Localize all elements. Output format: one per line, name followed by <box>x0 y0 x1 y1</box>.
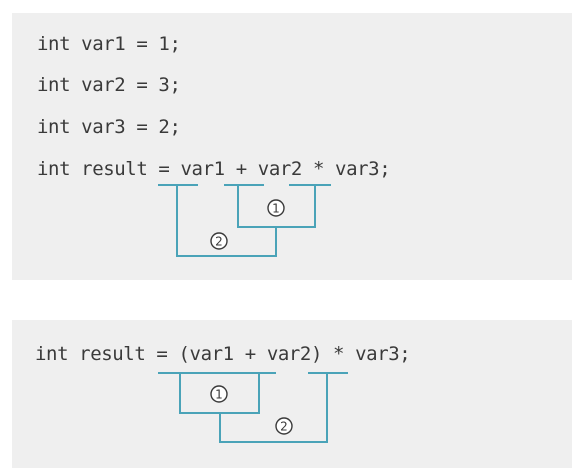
step-1-label: 1 <box>272 202 280 216</box>
panel2-step-2-marker: 2 <box>275 417 293 435</box>
panel2-step-1-label: 1 <box>215 388 223 402</box>
step-2-marker: 2 <box>210 232 228 250</box>
code-line-var1: int var1 = 1; <box>37 33 181 55</box>
step-2-label: 2 <box>215 235 223 249</box>
code-panel-default-precedence <box>12 13 572 280</box>
panel2-step-2-label: 2 <box>280 420 288 434</box>
step-1-marker: 1 <box>267 199 285 217</box>
panel2-step-1-marker: 1 <box>210 385 228 403</box>
code-line-result: int result = var1 + var2 * var3; <box>37 158 391 180</box>
code-line-var3: int var3 = 2; <box>37 116 181 138</box>
bracket-step-2-multiply <box>219 373 328 443</box>
bracket-step-2-add <box>176 185 277 257</box>
code-line-result-parenthesized: int result = (var1 + var2) * var3; <box>35 343 411 365</box>
code-line-var2: int var2 = 3; <box>37 74 181 96</box>
code-panel-parenthesized <box>12 320 572 468</box>
